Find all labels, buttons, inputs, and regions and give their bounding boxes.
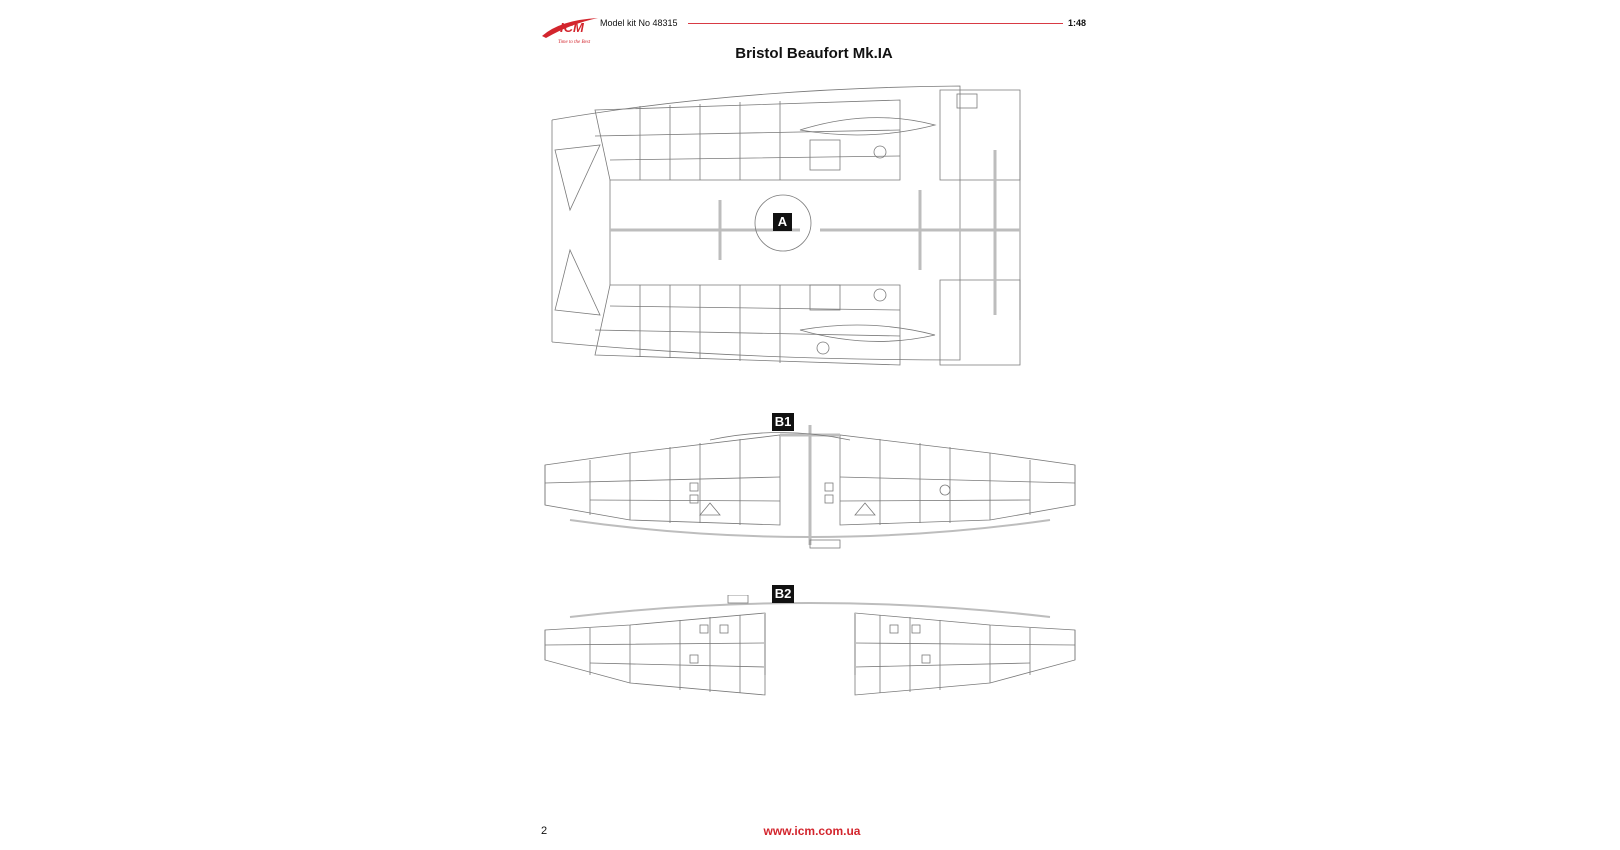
logo-tagline: Time to the Best <box>558 40 591 45</box>
sprue-b1-drawing <box>540 425 1080 555</box>
sprue-b2-label: B2 <box>772 585 794 603</box>
website-link[interactable]: www.icm.com.ua <box>763 824 861 838</box>
kit-number: Model kit No 48315 <box>600 18 678 28</box>
icm-logo: ICM Time to the Best <box>540 14 602 46</box>
sprue-a-label: A <box>773 213 792 231</box>
title-text: Bristol Beaufort Mk.IA <box>735 45 893 62</box>
page-title: Bristol Beaufort Mk.IA <box>0 45 1620 62</box>
header-rule <box>688 23 1063 24</box>
website-link-wrapper: www.icm.com.ua <box>0 824 1620 838</box>
sprue-b1-label: B1 <box>772 413 794 431</box>
sprue-b2-drawing <box>540 595 1080 705</box>
logo-text: ICM <box>560 20 585 35</box>
page-number: 2 <box>541 825 548 837</box>
scale-label: 1:48 <box>1068 18 1087 28</box>
sprue-a-drawing <box>540 80 1080 380</box>
